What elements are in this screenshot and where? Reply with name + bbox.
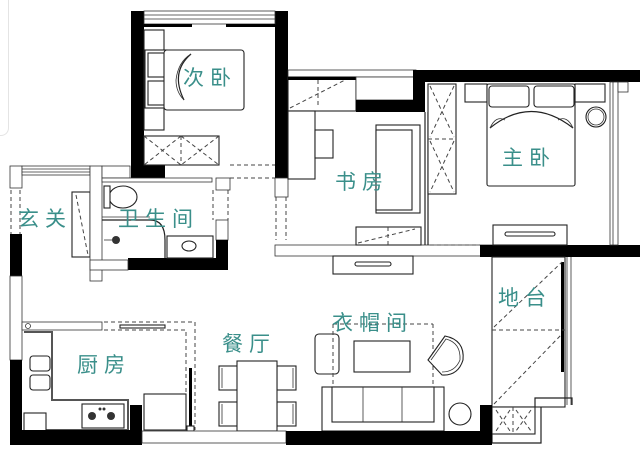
balcony <box>480 256 573 445</box>
bathroom-walls <box>89 165 231 282</box>
room-label-dining: 餐厅 <box>222 332 276 356</box>
master-bedroom-wardrobe <box>427 83 457 195</box>
room-label-bathroom: 卫生间 <box>118 207 199 231</box>
bathroom-fixtures <box>102 185 214 259</box>
room-label-balcony: 地台 <box>498 286 552 310</box>
study-desk <box>287 110 422 246</box>
master-bedroom-bed <box>464 83 607 187</box>
second-bedroom-bed <box>143 29 245 131</box>
room-label-second-bedroom: 次卧 <box>183 66 237 90</box>
dining-table <box>218 360 297 432</box>
master-bedroom-walls <box>480 81 640 257</box>
room-label-master-bedroom: 主卧 <box>502 146 556 170</box>
shoe-cabinet <box>71 191 91 258</box>
master-bedroom-tv-cabinet <box>492 224 568 246</box>
pillar <box>274 177 289 198</box>
entrance-walls <box>9 165 91 445</box>
bottom-wall <box>141 430 480 445</box>
second-bedroom-wardrobe <box>143 135 220 166</box>
living-furniture <box>314 323 472 432</box>
second-bedroom-walls <box>131 10 288 178</box>
room-label-cloakroom: 衣帽间 <box>332 311 413 335</box>
room-label-study: 书房 <box>335 170 389 194</box>
study-tv-cabinet <box>332 255 414 275</box>
study-walls <box>274 69 640 257</box>
kitchen <box>21 321 196 445</box>
room-label-kitchen: 厨房 <box>77 353 131 377</box>
room-label-entrance: 玄关 <box>18 207 72 231</box>
